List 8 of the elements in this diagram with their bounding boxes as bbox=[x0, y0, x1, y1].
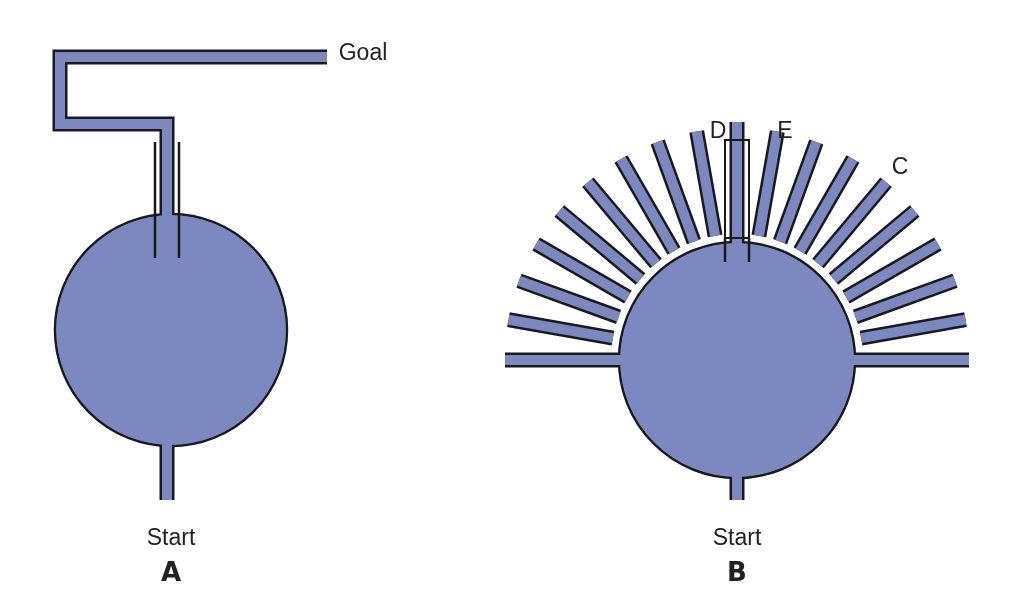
goal-label: Goal bbox=[338, 40, 388, 64]
arm-label: D bbox=[709, 118, 727, 142]
start-label: Start bbox=[146, 525, 196, 549]
arm-label: E bbox=[777, 118, 793, 142]
panel-letter: B bbox=[727, 559, 747, 585]
panel-letter: A bbox=[160, 559, 182, 585]
start-label: Start bbox=[712, 525, 762, 549]
arm-label: C bbox=[891, 154, 909, 178]
